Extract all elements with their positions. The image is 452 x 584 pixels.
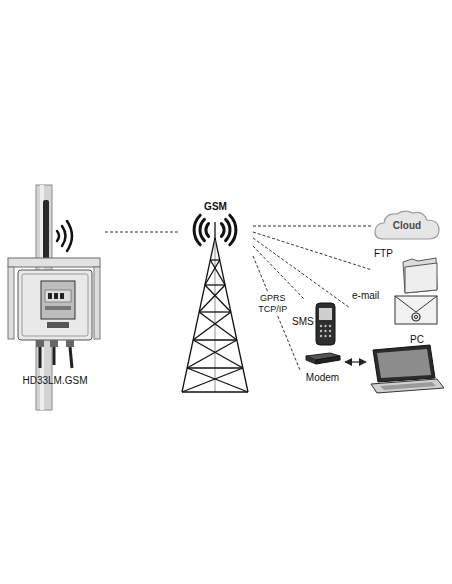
cloud-label: Cloud	[372, 220, 442, 232]
edge-label: GPRS TCP/IP	[254, 292, 292, 316]
device-label: PC	[410, 334, 424, 346]
cables	[40, 347, 72, 368]
connector-line	[345, 361, 366, 362]
logger-housing	[8, 258, 100, 347]
sms-node: SMS	[290, 300, 338, 348]
data-logger: HD33LM.GSM	[5, 195, 105, 392]
antenna	[43, 200, 49, 264]
folder-icon	[403, 258, 437, 293]
ftp-node: FTP	[372, 248, 442, 290]
service-label: FTP	[374, 248, 393, 260]
envelope-icon	[395, 296, 437, 324]
pc-node: PC	[366, 334, 442, 394]
email-node: e-mail	[350, 290, 442, 328]
laptop-icon	[371, 345, 444, 393]
signal-waves	[57, 221, 72, 251]
tower-label: GSM	[178, 201, 253, 213]
device-label: HD33LM.GSM	[5, 375, 105, 387]
modem-icon	[306, 353, 340, 364]
phone-icon	[316, 303, 335, 345]
device-label: Modem	[300, 372, 345, 384]
service-label: SMS	[292, 316, 314, 328]
modem-node: Modem	[300, 350, 345, 392]
gsm-tower: GSM	[178, 200, 253, 395]
cloud-shape: Cloud	[372, 208, 442, 242]
service-label: e-mail	[352, 290, 379, 302]
connector-line	[253, 256, 300, 370]
gsm-tower	[182, 222, 248, 392]
connector-line	[253, 226, 372, 227]
radio-waves	[194, 215, 236, 245]
connector-line	[105, 232, 178, 233]
